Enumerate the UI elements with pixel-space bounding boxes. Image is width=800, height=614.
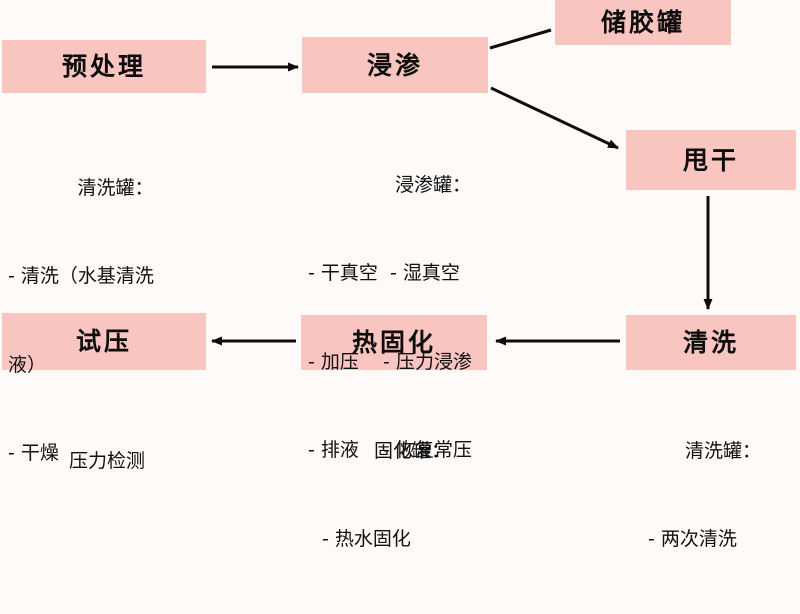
caption-pretreatment-header: 清洗罐： <box>77 176 154 199</box>
node-cleaning-label: 清洗 <box>682 328 739 357</box>
caption-pretreatment: 清洗罐： - 清洗（水基清洗 液） - 干燥 <box>8 115 223 527</box>
node-glue-tank-label: 储胶罐 <box>600 8 685 37</box>
caption-impregnation-header: 浸渗罐： <box>394 173 471 196</box>
node-glue-tank[interactable]: 储胶罐 <box>555 0 731 45</box>
caption-impregnation-line-1: - 干真空 - 湿真空 <box>308 262 460 285</box>
caption-impregnation: 浸渗罐： - 干真空 - 湿真空 - 加压 - 压力浸渗 - 排液 - 恢复常压 <box>308 112 558 524</box>
caption-pretreatment-line-2: 液） <box>8 353 47 376</box>
caption-pressure-test: 压力检测 <box>12 388 202 535</box>
caption-pressure-test-header: 压力检测 <box>68 449 145 472</box>
caption-heat-cure-line-1: - 热水固化 <box>322 528 411 551</box>
caption-heat-cure: 固化罐： - 热水固化 <box>322 378 502 614</box>
caption-cleaning-line-1: - 两次清洗 <box>648 528 737 551</box>
node-heat-cure-label: 热固化 <box>351 328 436 357</box>
process-flow-diagram: 预处理 浸渗 储胶罐 甩干 清洗 热固化 试压 清洗罐： - 清洗（水基清洗 液… <box>2 0 796 551</box>
node-heat-cure[interactable]: 热固化 <box>301 315 487 370</box>
node-spin-dry[interactable]: 甩干 <box>626 130 796 190</box>
node-impregnation-label: 浸渗 <box>366 50 423 80</box>
caption-pretreatment-line-1: - 清洗（水基清洗 <box>8 265 154 288</box>
caption-cleaning: 清洗罐： - 两次清洗 <box>648 378 798 614</box>
caption-cleaning-header: 清洗罐： <box>684 439 761 462</box>
caption-impregnation-line-3: - 排液 - 恢复常压 <box>308 438 472 461</box>
node-pretreatment[interactable]: 预处理 <box>2 40 206 93</box>
caption-impregnation-line-2: - 加压 - 压力浸渗 <box>308 350 472 373</box>
node-spin-dry-label: 甩干 <box>682 145 739 175</box>
node-pressure-test[interactable]: 试压 <box>2 313 206 370</box>
node-pretreatment-label: 预处理 <box>61 52 146 81</box>
node-cleaning[interactable]: 清洗 <box>626 315 796 370</box>
node-pressure-test-label: 试压 <box>75 327 132 356</box>
edge-impregnation-to-glue-tank <box>489 28 552 50</box>
caption-heat-cure-header: 固化罐： <box>373 439 450 462</box>
node-impregnation[interactable]: 浸渗 <box>302 37 488 93</box>
